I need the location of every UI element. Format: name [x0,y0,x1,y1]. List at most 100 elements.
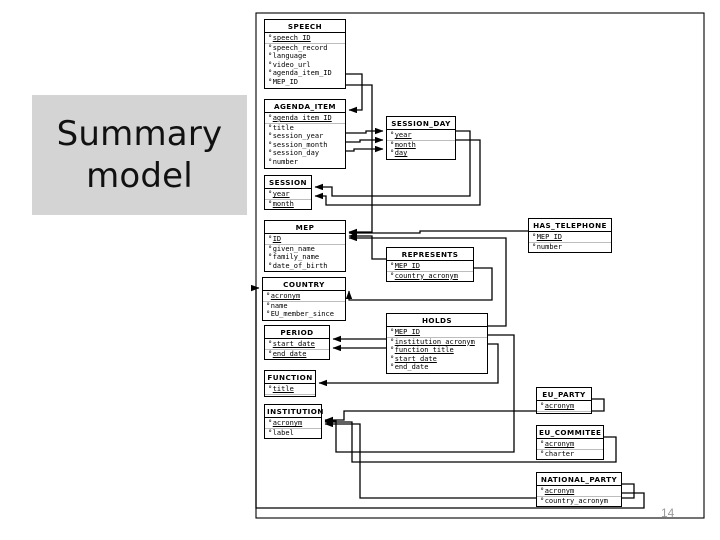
attribute-bullet-icon: ° [268,34,273,42]
entity-attributes: °year°month [265,189,311,209]
entity-title: REPRESENTS [387,248,473,261]
attribute-bullet-icon: ° [268,419,273,427]
attribute-bullet-icon: ° [268,199,273,208]
attribute-label: session_year [272,132,324,141]
entity-title: SESSION_DAY [387,117,455,130]
attribute-row: °year [265,190,311,200]
attribute-row: °agenda_item_ID [265,114,345,124]
attribute-label: number [272,157,299,166]
attribute-row: °title [265,385,315,395]
entity-title: PERIOD [265,326,329,339]
entity-country: COUNTRY°acronym°name°EU_member_since [262,277,346,321]
attribute-row: °charter [537,450,603,459]
entity-holds: HOLDS°MEP_ID°institution_acronym°functio… [386,313,488,374]
attribute-label: label [272,428,294,437]
attribute-bullet-icon: ° [268,261,273,270]
attribute-label: agenda_item_ID [272,114,332,122]
attribute-row: °month [265,200,311,209]
attribute-row: °title [265,124,345,133]
attribute-bullet-icon: ° [390,131,395,139]
attribute-row: °MEP_ID [387,328,487,338]
entity-attributes: °acronym°country_acronym [537,486,621,506]
attribute-bullet-icon: ° [390,346,395,355]
attribute-label: institution_acronym [394,337,475,346]
attribute-row: °function_title [387,346,487,355]
attribute-label: video_url [272,60,311,69]
attribute-row: °year [387,131,455,141]
attribute-label: language [272,52,307,61]
attribute-label: charter [544,449,575,458]
attribute-label: start_date [272,340,315,348]
entity-title: EU_COMMITEE [537,426,603,439]
attribute-label: MEP_ID [394,328,421,336]
diagram-frame [255,12,705,519]
attribute-bullet-icon: ° [268,132,273,141]
attribute-bullet-icon: ° [268,385,273,393]
attribute-bullet-icon: ° [390,271,395,280]
entity-attributes: °acronym°name°EU_member_since [263,291,345,320]
attribute-row: °ID [265,235,345,245]
attribute-bullet-icon: ° [268,69,273,78]
entity-attributes: °speech_ID°speech_record°language°video_… [265,33,345,88]
attribute-label: year [394,131,412,139]
attribute-bullet-icon: ° [266,292,271,300]
entity-attributes: °acronym°label [265,418,321,438]
entity-title: FUNCTION [265,371,315,384]
attribute-label: ID [272,235,282,243]
attribute-row: °acronym [263,292,345,302]
entity-national-party: NATIONAL_PARTY°acronym°country_acronym [536,472,622,508]
entity-title: INSTITUTION [265,405,323,418]
entity-represents: REPRESENTS °MEP_ID °country_acronym [386,247,474,283]
attribute-label: name [270,301,288,310]
attribute-label: number [536,242,563,251]
entity-attributes: °year°month°day [387,130,455,159]
attribute-label: given_name [272,244,315,253]
title-line-1: Summary [56,113,223,154]
entity-title: NATIONAL_PARTY [537,473,621,486]
entity-has-telephone: HAS_TELEPHONE°MEP_ID°number [528,218,612,254]
attribute-label: end_date [394,363,429,372]
attribute-bullet-icon: ° [390,363,395,372]
entity-title: HAS_TELEPHONE [529,219,611,232]
attribute-label: country_acronym [394,271,458,280]
attribute-bullet-icon: ° [268,190,273,198]
attribute-bullet-icon: ° [268,349,273,358]
attribute-label: session_month [272,140,328,149]
attribute-bullet-icon: ° [266,301,271,310]
entity-attributes: °agenda_item_ID°title°session_year°sessi… [265,113,345,168]
attribute-row: °acronym [265,419,321,429]
attribute-row: °language [265,52,345,61]
entity-title: HOLDS [387,314,487,327]
attribute-bullet-icon: ° [390,149,395,158]
entity-session: SESSION°year°month [264,175,312,211]
page-number: 14 [661,506,675,520]
attribute-row: °MEP_ID [529,233,611,243]
attribute-row: °acronym [537,402,591,412]
attribute-label: acronym [270,292,301,300]
attribute-label: month [394,140,416,149]
attribute-label: country_acronym [544,496,608,505]
attribute-row: °date_of_birth [265,262,345,271]
attribute-row: °institution_acronym [387,338,487,347]
attribute-label: end_date [272,349,307,358]
attribute-row: °session_month [265,141,345,150]
entity-session-day: SESSION_DAY°year°month°day [386,116,456,160]
attribute-bullet-icon: ° [268,244,273,253]
attribute-row: °MEP_ID [265,78,345,87]
entity-mep: MEP°ID°given_name°family_name°date_of_bi… [264,220,346,273]
attribute-row: °session_day [265,149,345,158]
attribute-label: title [272,123,294,132]
attribute-label: MEP_ID [394,262,421,270]
attribute-row: °day [387,149,455,158]
attribute-bullet-icon: ° [532,233,537,241]
slide-title-box: Summary model [32,95,247,215]
attribute-row: °number [529,243,611,252]
attribute-bullet-icon: ° [390,354,395,363]
attribute-bullet-icon: ° [390,328,395,336]
attribute-bullet-icon: ° [390,337,395,346]
attribute-label: start_date [394,354,437,363]
attribute-label: title [272,385,294,393]
attribute-row: °speech_record [265,44,345,53]
attribute-row: °country_acronym [387,272,473,281]
